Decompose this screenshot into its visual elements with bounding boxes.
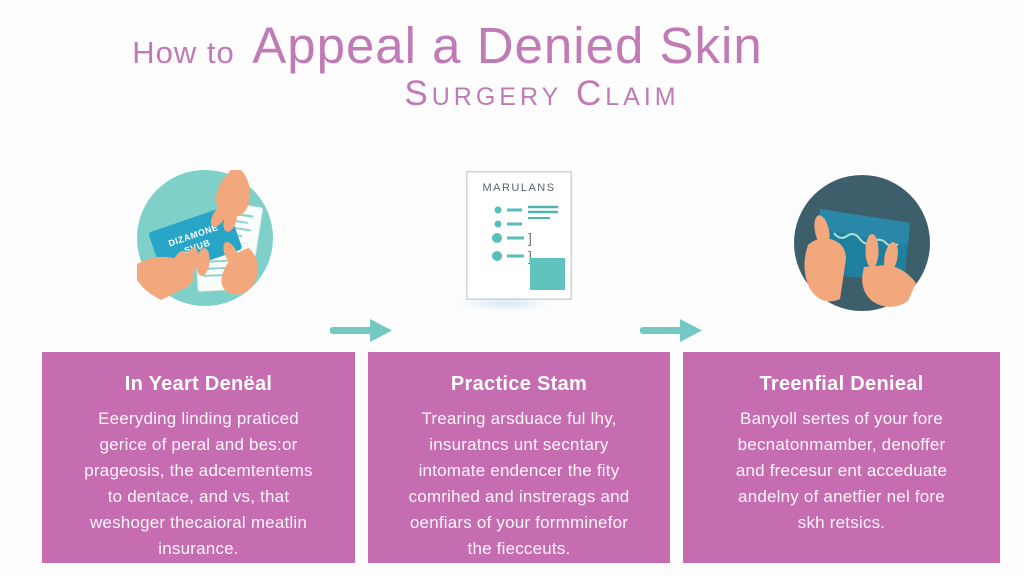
smudge-artifact bbox=[458, 297, 553, 310]
page-title: How to Appeal a Denied Skin bbox=[0, 16, 895, 75]
step-card-3: Treenfial Denieal Banyoll sertes of your… bbox=[683, 352, 1000, 563]
step-heading: Practice Stam bbox=[450, 373, 588, 395]
bullet-dot bbox=[494, 206, 502, 214]
checklist-document-icon: MARULANS ] ] bbox=[466, 171, 572, 300]
step-body: Eeeryding linding praticed gerice of per… bbox=[84, 409, 313, 558]
arrow-right-icon bbox=[640, 319, 702, 342]
hand-top bbox=[210, 170, 251, 232]
step-body: Banyoll sertes of your fore becnatonmamb… bbox=[735, 409, 948, 532]
hand-left bbox=[804, 215, 846, 302]
title-prefix: How to bbox=[132, 35, 235, 70]
step-body: Trearing arsduace ful lhy, insuratncs un… bbox=[408, 409, 630, 558]
step-card-1: In Yeart Denëal Eeeryding linding pratic… bbox=[42, 352, 355, 563]
bullet-dot bbox=[494, 220, 502, 228]
step-heading: In Yeart Denëal bbox=[124, 373, 273, 395]
bracket-mark: ] bbox=[528, 230, 532, 246]
bullet-dot bbox=[492, 251, 502, 261]
title-main: Appeal a Denied Skin bbox=[252, 17, 763, 74]
step-heading: Treenfial Denieal bbox=[759, 373, 924, 395]
hand-right bbox=[221, 241, 258, 295]
bullet-dot bbox=[492, 233, 502, 243]
step-card-2: Practice Stam Trearing arsduace ful lhy,… bbox=[368, 352, 670, 563]
hands-signed-document-icon bbox=[794, 175, 930, 311]
arrow-right-icon bbox=[330, 319, 392, 342]
bracket-mark: ] bbox=[528, 248, 532, 264]
page-subtitle: Surgery Claim bbox=[404, 74, 680, 113]
hand-left bbox=[137, 247, 210, 300]
document-header: MARULANS bbox=[482, 182, 555, 194]
hand-right bbox=[862, 234, 916, 307]
teal-square bbox=[530, 258, 565, 290]
hands-insurance-card-icon: DIZAMONE SVUB bbox=[137, 170, 273, 306]
